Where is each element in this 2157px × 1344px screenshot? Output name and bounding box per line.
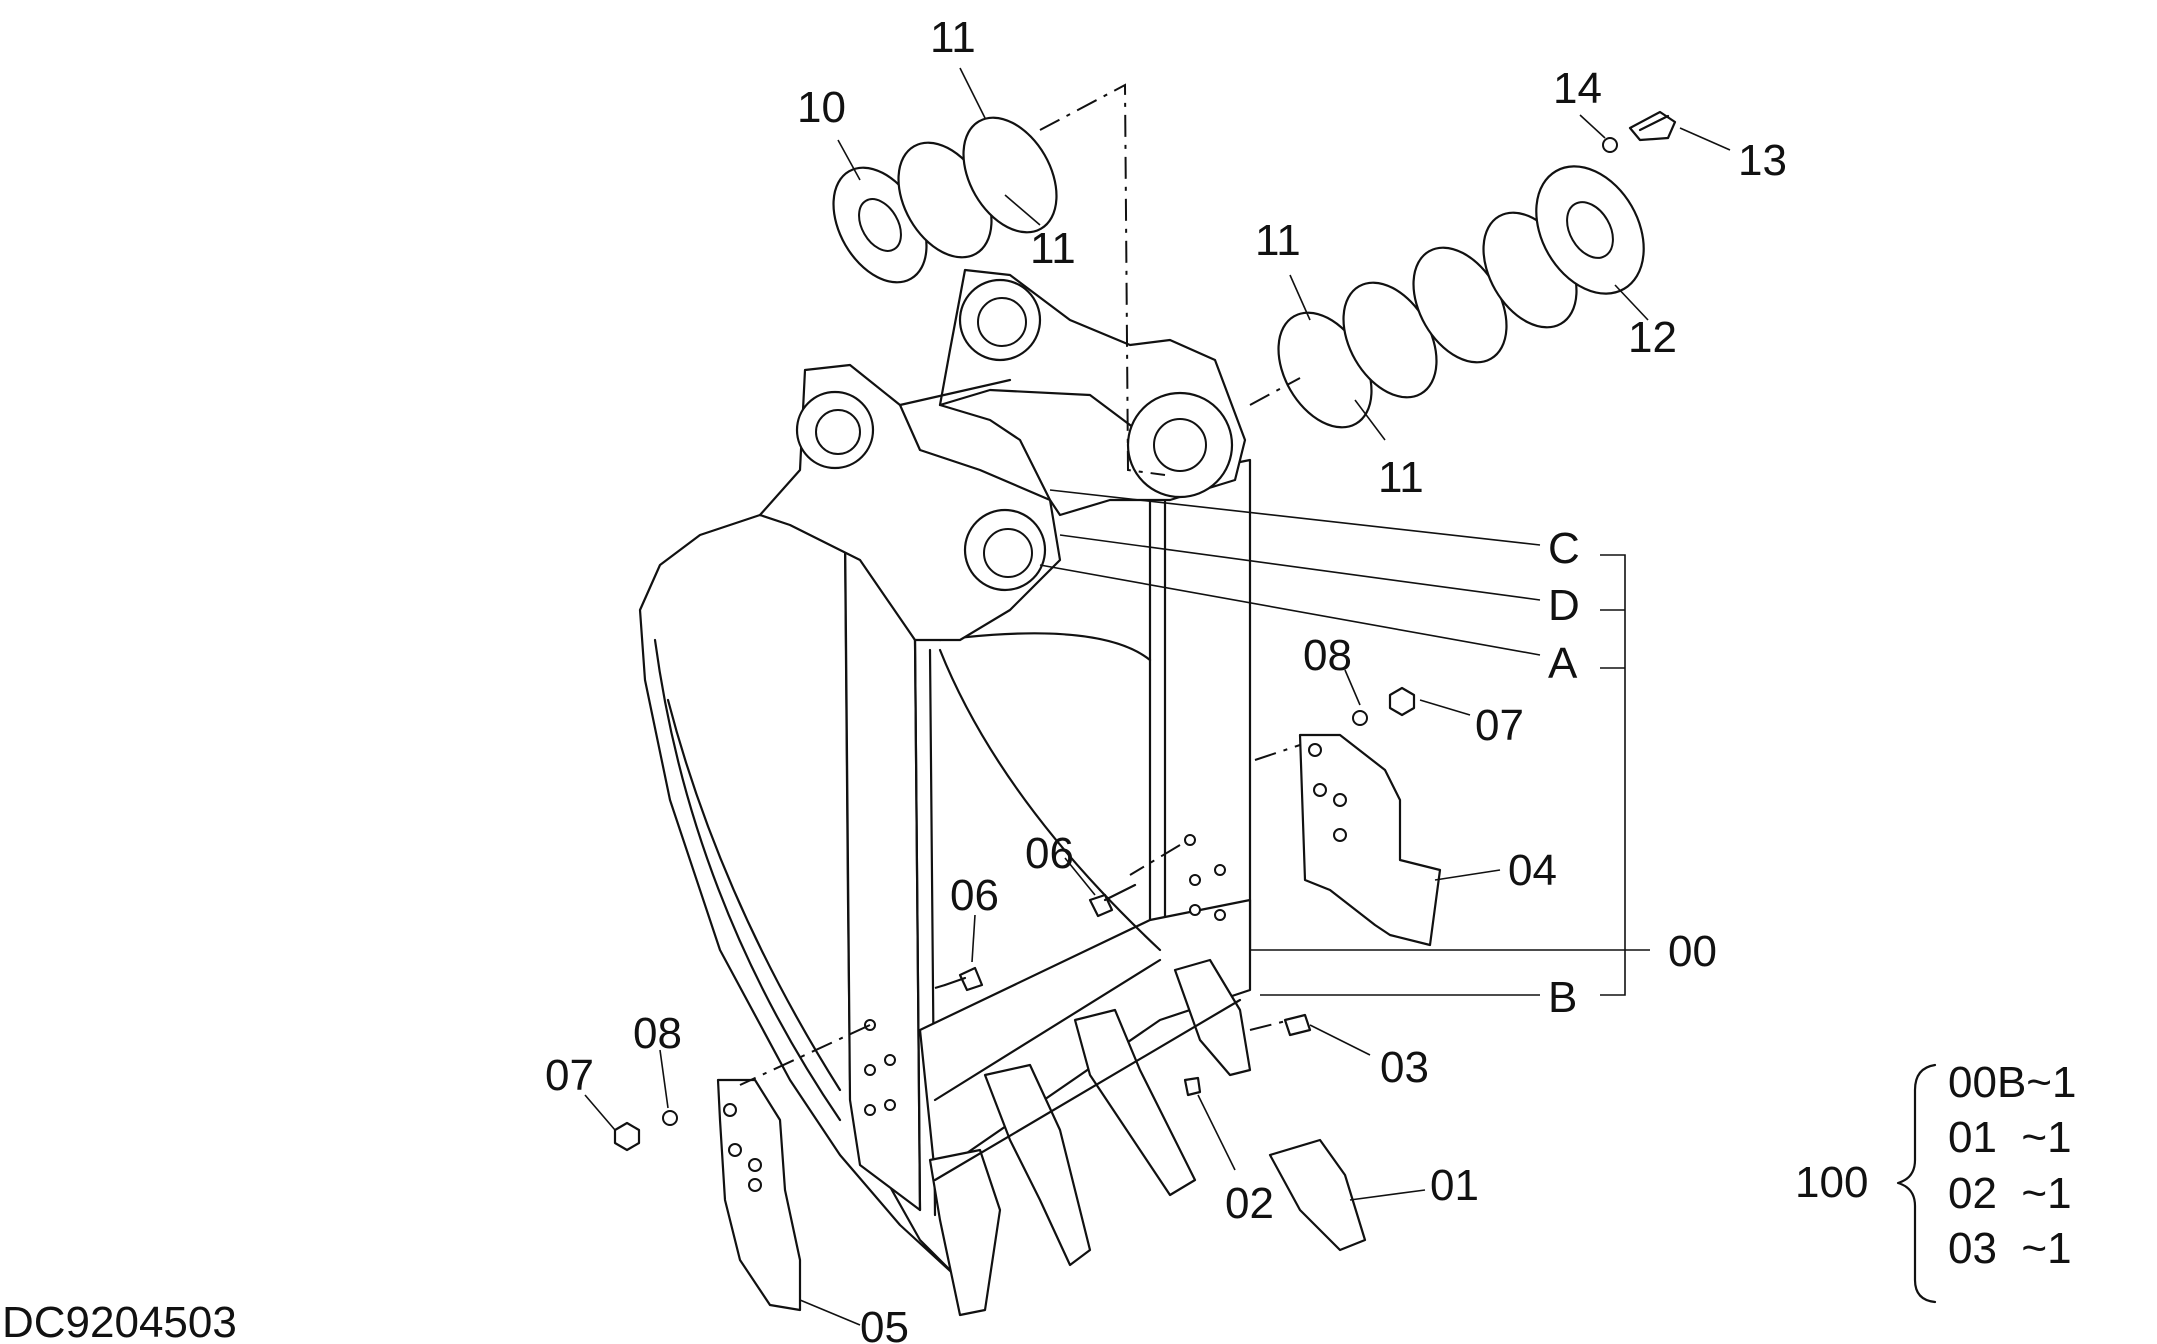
callout-05: 05 bbox=[860, 1303, 909, 1344]
callout-11: 11 bbox=[930, 13, 976, 62]
callout-03: 03 bbox=[1380, 1043, 1429, 1092]
callout-13: 13 bbox=[1738, 136, 1787, 185]
callout-14: 14 bbox=[1553, 64, 1602, 113]
callout-C: C bbox=[1548, 524, 1580, 573]
callout-06: 06 bbox=[1025, 829, 1074, 878]
side-cutter-04 bbox=[1298, 733, 1442, 947]
callout-B: B bbox=[1548, 973, 1577, 1022]
assembly-centerlines bbox=[739, 83, 1301, 1086]
callout-12: 12 bbox=[1628, 313, 1677, 362]
callout-08: 08 bbox=[633, 1009, 682, 1058]
callout-11: 11 bbox=[1255, 216, 1301, 265]
callout-A: A bbox=[1548, 639, 1578, 688]
side-cutter-05 bbox=[716, 1078, 802, 1312]
callout-08: 08 bbox=[1303, 631, 1352, 680]
kit-brace bbox=[1896, 1063, 1937, 1304]
callout-01: 01 bbox=[1430, 1161, 1479, 1210]
callout-11: 11 bbox=[1378, 453, 1424, 502]
loose-tooth-01 bbox=[1268, 1138, 1367, 1252]
leader-lines bbox=[584, 67, 1731, 1326]
callout-labels: 10 11 11 11 11 14 13 12 C D A 00 B 08 07… bbox=[545, 13, 1787, 1344]
kit-contents: 100 00B~1 01 ~1 02 ~1 03 ~1 bbox=[1795, 1058, 2076, 1273]
callout-04: 04 bbox=[1508, 846, 1557, 895]
shims-11-left bbox=[897, 116, 1058, 259]
callout-00: 00 bbox=[1668, 927, 1717, 976]
diagram-code: DC9204503 bbox=[2, 1298, 237, 1344]
plate-12 bbox=[1535, 165, 1645, 295]
kit-line-4: 03 ~1 bbox=[1948, 1224, 2072, 1273]
callout-11: 11 bbox=[1030, 224, 1076, 273]
kit-line-1: 00B~1 bbox=[1948, 1058, 2076, 1107]
callout-07: 07 bbox=[1475, 701, 1524, 750]
kit-line-3: 02 ~1 bbox=[1948, 1169, 2072, 1218]
callout-06: 06 bbox=[950, 871, 999, 920]
callout-10: 10 bbox=[797, 83, 846, 132]
kit-number: 100 bbox=[1795, 1158, 1868, 1207]
bucket-teeth bbox=[928, 958, 1252, 1317]
callout-D: D bbox=[1548, 581, 1580, 630]
callout-07: 07 bbox=[545, 1051, 594, 1100]
callout-02: 02 bbox=[1225, 1179, 1274, 1228]
kit-line-2: 01 ~1 bbox=[1948, 1113, 2072, 1162]
small-parts bbox=[613, 110, 1677, 1152]
